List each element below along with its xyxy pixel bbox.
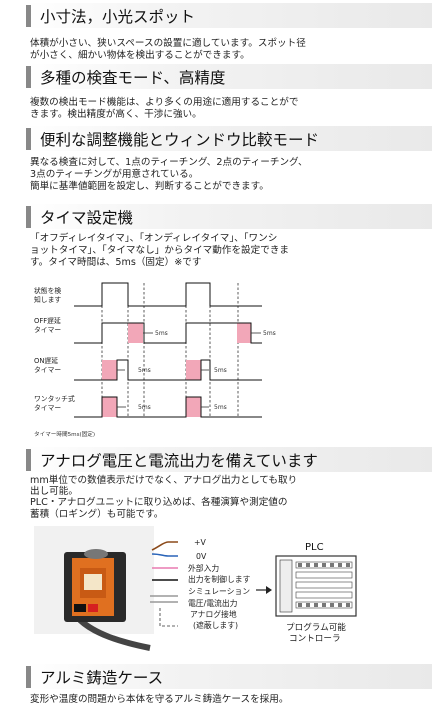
- wire-label: アナログ接地: [190, 609, 237, 619]
- row-label: OFF遅延: [34, 316, 61, 325]
- analog-wiring-diagram: +V 0V 外部入力 出力を制御します シミュレーション 電圧/電流出力 アナロ…: [34, 526, 357, 651]
- wire-label: (遮蔽します): [193, 620, 238, 630]
- row-label: タイマー: [34, 325, 61, 334]
- section-header-6: アルミ鋳造ケース: [26, 664, 432, 689]
- wire-label: +V: [194, 538, 207, 547]
- body-line: mm単位での数値表示だけでなく、アナログ出力としても取り: [30, 475, 298, 486]
- wire-label: 出力を制御します: [188, 574, 251, 584]
- body-line: PLC・アナログユニットに取り込めば、各種演算や測定値の: [30, 497, 288, 509]
- body-line: 出し可能。: [30, 486, 78, 498]
- duration-label: 5ms: [263, 330, 276, 337]
- waveforms: [74, 282, 262, 418]
- section-header-5: アナログ電圧と電流出力を備えています: [26, 447, 432, 472]
- duration-arrows: [117, 332, 261, 408]
- section-marker: [26, 4, 31, 27]
- controller-label: コントローラ: [289, 633, 341, 644]
- row-label: ワンタッチ式: [34, 394, 75, 403]
- row-label: タイマー: [34, 365, 61, 374]
- duration-label: 5ms: [214, 367, 227, 374]
- section-header-1: 小寸法，小光スポット: [26, 3, 432, 28]
- body-line: きます。検出精度が高く、干渉に強い。: [30, 109, 202, 121]
- body-line: 体積が小さい、狭いスペースの設置に適しています。スポット径: [30, 38, 306, 49]
- section-header-3: 便利な調整機能とウィンドウ比較モード: [26, 126, 432, 151]
- body-line: が小さく、細かい物体を検出することができます。: [30, 50, 250, 62]
- plc-title: PLC: [305, 542, 324, 553]
- body-line: 「オフディレイタイマ」、「オンディレイタイマ」、「ワンシ: [30, 233, 278, 244]
- body-line: 複数の検出モード機能は、より多くの用途に適用することがで: [30, 97, 299, 108]
- section-marker: [26, 65, 31, 88]
- section-header-4: タイマ設定機: [26, 204, 432, 229]
- row-label: 状態を検: [34, 286, 61, 295]
- wire-label: 0V: [196, 552, 207, 561]
- section-body-5: mm単位での数値表示だけでなく、アナログ出力としても取り 出し可能。 PLC・ア…: [30, 475, 425, 520]
- section-marker: [26, 127, 31, 150]
- section-title: 多種の検査モード、高精度: [40, 68, 226, 87]
- section-body-2: 複数の検出モード機能は、より多くの用途に適用することがで きます。検出精度が高く…: [30, 97, 425, 121]
- duration-label: 5ms: [155, 330, 168, 337]
- controller-label: プログラム可能: [286, 621, 346, 633]
- wire-label: 電圧/電流出力: [188, 598, 238, 608]
- wire-bundle: [150, 541, 178, 627]
- body-line: 変形や温度の問題から本体を守るアルミ鋳造ケースを採用。: [30, 694, 289, 705]
- section-marker: [26, 205, 31, 228]
- body-line: す。タイマ時間は、5ms（固定）※です: [30, 257, 202, 269]
- timer-timing-diagram: 状態を検 知します OFF遅延 タイマー ON遅延 タイマー ワンタッチ式 タイ…: [34, 282, 276, 438]
- duration-label: 5ms: [138, 404, 151, 411]
- duration-label: 5ms: [138, 367, 151, 374]
- row-label: 知します: [34, 295, 61, 304]
- section-title: アルミ鋳造ケース: [40, 668, 164, 687]
- body-line: ョットタイマ」、「タイマなし」からタイマ動作を設定できま: [30, 245, 290, 257]
- section-body-1: 体積が小さい、狭いスペースの設置に適しています。スポット径 が小さく、細かい物体…: [30, 38, 425, 62]
- section-marker: [26, 665, 31, 688]
- section-title: 便利な調整機能とウィンドウ比較モード: [40, 130, 320, 149]
- row-label: タイマー: [34, 403, 61, 412]
- section-body-6: 変形や温度の問題から本体を守るアルミ鋳造ケースを採用。: [30, 694, 425, 706]
- body-line: 簡単に基準値範囲を設定し、判断することができます。: [30, 181, 269, 193]
- timing-guide-lines: [101, 283, 239, 418]
- section-header-2: 多種の検査モード、高精度: [26, 64, 432, 89]
- section-marker: [26, 448, 31, 471]
- row-label: ON遅延: [34, 356, 58, 365]
- plc-unit-image: [275, 555, 357, 617]
- section-title: アナログ電圧と電流出力を備えています: [40, 451, 318, 470]
- wire-label: 外部入力: [188, 563, 219, 573]
- section-body-4: 「オフディレイタイマ」、「オンディレイタイマ」、「ワンシ ョットタイマ」、「タイ…: [30, 233, 425, 270]
- timer-highlight-blocks: [102, 323, 251, 417]
- sensor-image: [64, 549, 151, 651]
- body-line: 3点のティーチングが用意されている。: [30, 169, 199, 181]
- section-title: 小寸法，小光スポット: [40, 7, 196, 26]
- section-title: タイマ設定機: [40, 208, 134, 227]
- duration-label: 5ms: [214, 404, 227, 411]
- body-line: 蓄積（ロギング）も可能です。: [30, 508, 164, 520]
- output-arrow: [256, 586, 272, 594]
- section-body-3: 異なる検査に対して、1点のティーチング、2点のティーチング、 3点のティーチング…: [30, 157, 425, 194]
- wire-label: シミュレーション: [188, 587, 250, 596]
- body-line: 異なる検査に対して、1点のティーチング、2点のティーチング、: [30, 157, 308, 168]
- timing-footnote: タイマー時間5ms(固定): [34, 430, 95, 438]
